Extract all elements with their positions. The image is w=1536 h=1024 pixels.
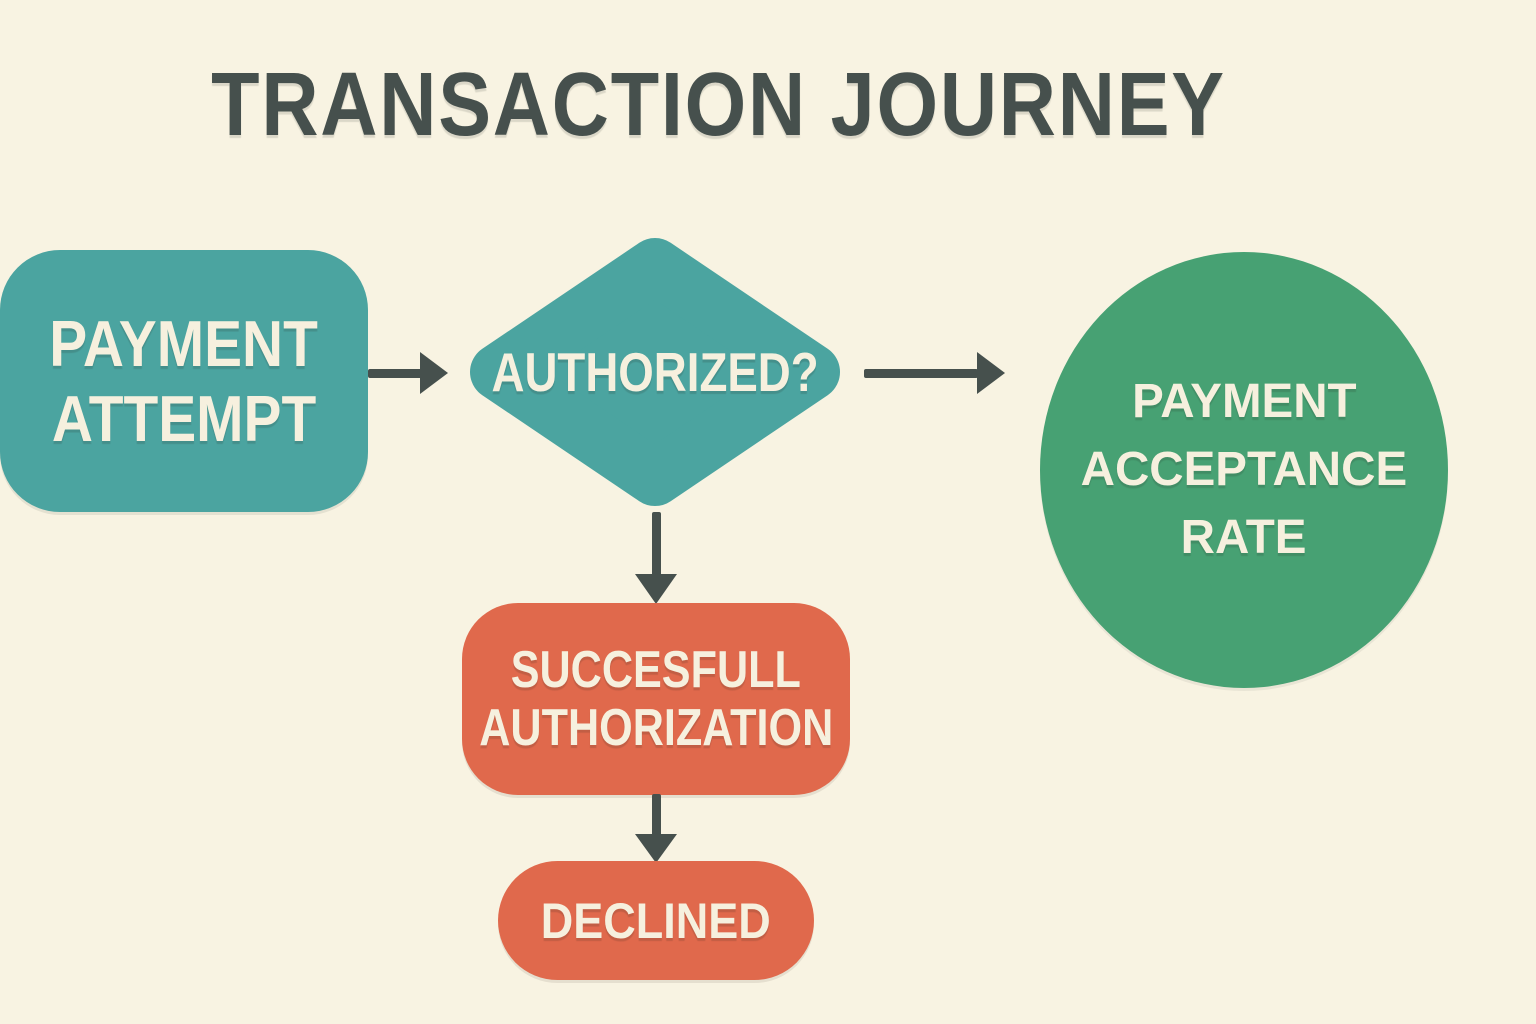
node-payment-attempt-label: PAYMENT ATTEMPT	[49, 307, 319, 455]
edge-authorized-to-succesfull-authorization-line	[652, 512, 661, 576]
node-declined-label: DECLINED	[540, 892, 772, 949]
edge-authorized-to-acceptance-rate-line	[864, 369, 978, 378]
arrowhead-right-icon	[977, 352, 1005, 394]
page-title-text: TRANSACTION JOURNEY	[211, 55, 1227, 155]
node-payment-attempt: PAYMENT ATTEMPT	[0, 250, 368, 512]
edge-payment-attempt-to-authorized-line	[368, 369, 422, 378]
node-authorized-decision: AUTHORIZED?	[448, 232, 862, 512]
node-succesfull-authorization: SUCCESFULL AUTHORIZATION	[462, 603, 850, 795]
node-payment-acceptance-rate: PAYMENT ACCEPTANCE RATE	[1040, 252, 1448, 688]
edge-succesfull-authorization-to-declined-line	[652, 794, 661, 836]
arrowhead-right-icon	[420, 352, 448, 394]
node-declined: DECLINED	[498, 861, 814, 980]
page-title: TRANSACTION JOURNEY	[0, 60, 1438, 150]
arrowhead-down-icon	[635, 574, 677, 604]
node-payment-acceptance-rate-label: PAYMENT ACCEPTANCE RATE	[1080, 375, 1408, 564]
node-authorized-label: AUTHORIZED?	[491, 341, 819, 403]
arrowhead-down-icon	[635, 834, 677, 863]
diamond-shape	[470, 238, 840, 506]
node-succesfull-authorization-label: SUCCESFULL AUTHORIZATION	[478, 641, 834, 757]
